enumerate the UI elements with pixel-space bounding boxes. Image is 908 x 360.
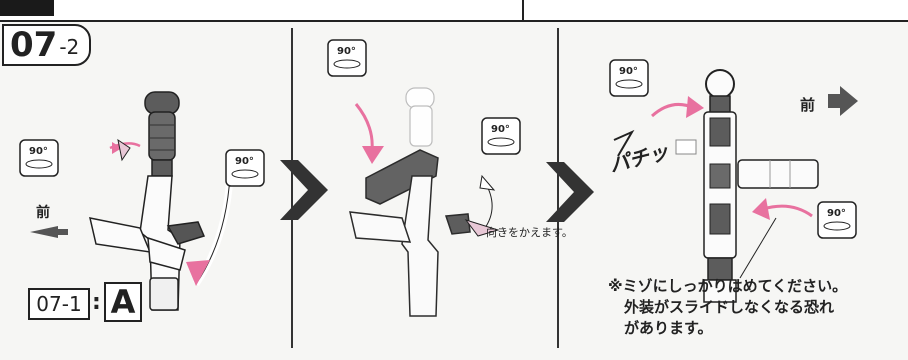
rotation-badge-2: 90° [235,156,254,167]
panel1-assembly [89,91,206,311]
rotation-badge-5: 90° [619,66,638,77]
header-divider [522,0,524,20]
step-number-sub: -2 [59,35,80,59]
assembly-note: ※ミゾにしっかりはめてください。 外装がスライドしなくなる恐れ があります。 [608,276,847,339]
note-line-2: 外装がスライドしなくなる恐れ [624,298,835,316]
step-number-main: 07 [10,25,58,65]
front-label-panel3: 前 [800,96,816,114]
brand-logo [0,0,54,16]
panel2-instruction: 向きをかえます。 [486,226,573,239]
panel-divider-2 [557,28,559,348]
panel2-assembly [349,87,471,317]
note-line-3: があります。 [624,319,713,337]
top-header-bar [0,0,908,22]
rotation-badge-4: 90° [491,124,510,135]
ref-step-text: 07-1 [36,292,82,316]
ref-letter-box: A [104,282,142,322]
note-line-1: ※ミゾにしっかりはめてください。 [608,277,848,295]
ref-colon: : [92,290,101,315]
panel-divider-1 [291,28,293,348]
ref-letter: A [110,283,136,321]
rotation-icon-graphics [19,39,857,239]
rotation-badge-3: 90° [337,46,356,57]
rotation-badge-6: 90° [827,208,846,219]
ref-step-box: 07-1 [28,288,90,320]
rotation-badge-1: 90° [29,146,48,157]
front-label-panel1: 前 [36,205,50,221]
step-number-label: 07 -2 [2,24,92,66]
panel3-assembly [675,69,819,303]
